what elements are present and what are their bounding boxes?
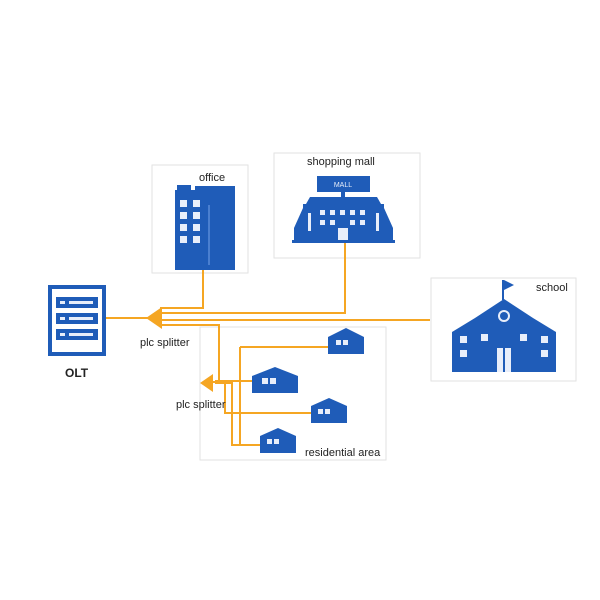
splitter-main-label: plc splitter: [140, 337, 190, 349]
fiber-splitter-to-office: [160, 268, 204, 309]
office-label: office: [199, 172, 226, 184]
school-building-icon: [452, 280, 556, 372]
mall-sign-text: MALL: [334, 182, 352, 189]
splitter-res-icon: [200, 374, 213, 392]
house-icon: [252, 367, 298, 393]
residential-label: residential area: [305, 447, 381, 459]
fiber-res-to-house4: [215, 382, 260, 446]
splitter-res-label: plc splitter: [176, 399, 226, 411]
mall-label: shopping mall: [307, 156, 375, 168]
house-icon: [328, 328, 364, 354]
fiber-splitter-to-mall: [160, 242, 346, 314]
shopping-mall-icon: [292, 176, 395, 243]
office-building-icon: [175, 185, 235, 270]
olt-label: OLT: [65, 366, 89, 380]
house-icon: [311, 398, 347, 423]
server-rack-icon: [48, 285, 106, 356]
splitter-main-icon: [146, 307, 162, 329]
house-icon: [260, 428, 296, 453]
fiber-splitter-to-residential: [160, 324, 220, 383]
fiber-res-to-house3: [215, 380, 311, 414]
fiber-lines: [106, 242, 430, 446]
school-label: school: [536, 282, 568, 294]
